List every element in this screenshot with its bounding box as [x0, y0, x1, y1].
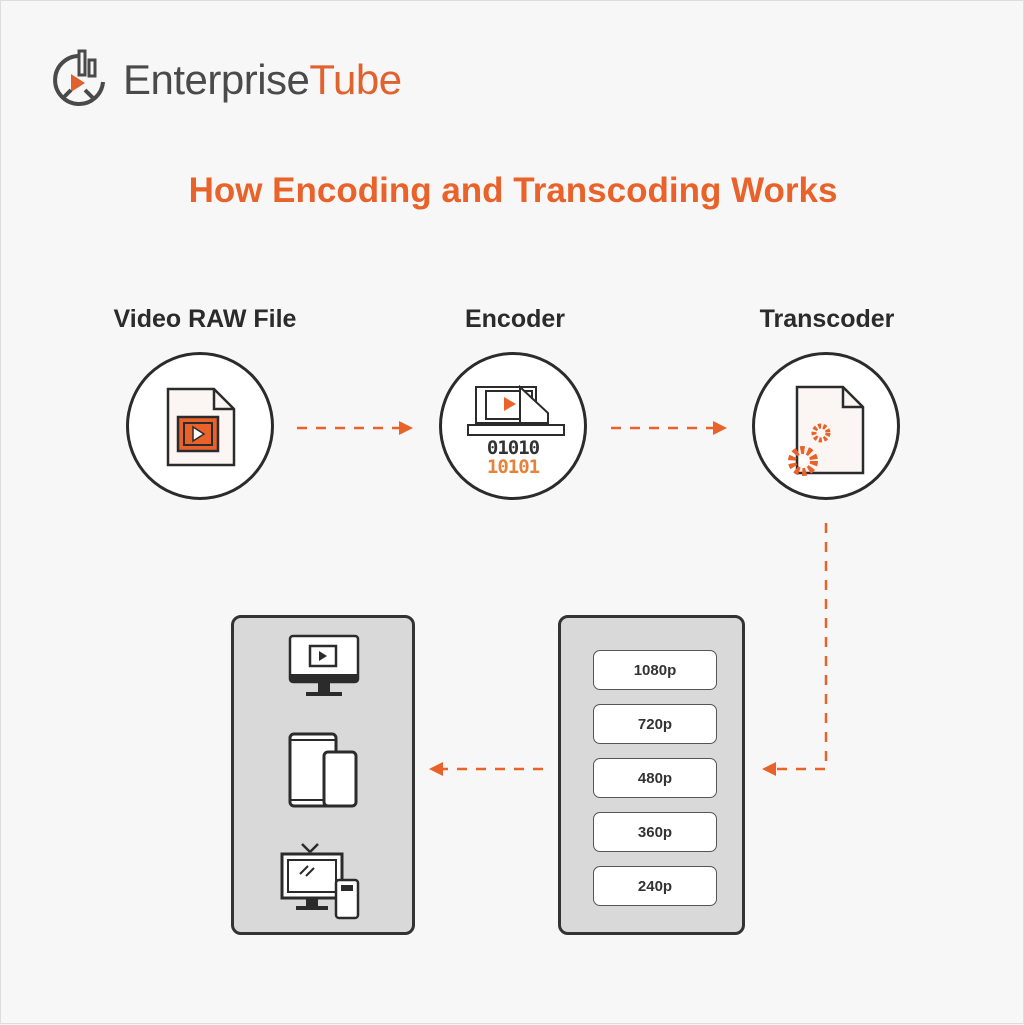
logo-name-part1: Enterprise	[123, 56, 310, 103]
arrow-transcoder-to-resolutions	[776, 523, 828, 771]
resolution-240p: 240p	[593, 866, 717, 906]
page-title: How Encoding and Transcoding Works	[188, 171, 838, 210]
logo-icon	[53, 49, 105, 106]
tablet-phone-icon	[288, 732, 358, 808]
video-file-icon	[166, 387, 236, 467]
binary-row-1: 01010	[486, 437, 540, 459]
raw-file-node	[126, 352, 274, 500]
logo-text: EnterpriseTube	[123, 56, 402, 104]
step-label-transcoder: Transcoder	[759, 305, 895, 333]
film-encoder-icon	[467, 384, 565, 436]
logo-name-part2: Tube	[309, 56, 402, 103]
resolution-480p: 480p	[593, 758, 717, 798]
resolution-720p: 720p	[593, 704, 717, 744]
transcoder-node	[752, 352, 900, 500]
resolutions-panel: 1080p 720p 480p 360p 240p	[558, 615, 745, 935]
file-gears-icon	[788, 385, 865, 476]
step-label-encoder: Encoder	[464, 305, 566, 333]
resolution-360p: 360p	[593, 812, 717, 852]
resolution-1080p: 1080p	[593, 650, 717, 690]
binary-row-2: 10101	[486, 456, 540, 478]
desktop-monitor-icon	[288, 634, 360, 696]
step-label-raw: Video RAW File	[113, 305, 297, 333]
devices-panel	[231, 615, 415, 935]
tv-remote-icon	[280, 843, 360, 920]
logo	[49, 48, 109, 113]
encoder-node: 01010 10101	[439, 352, 587, 500]
